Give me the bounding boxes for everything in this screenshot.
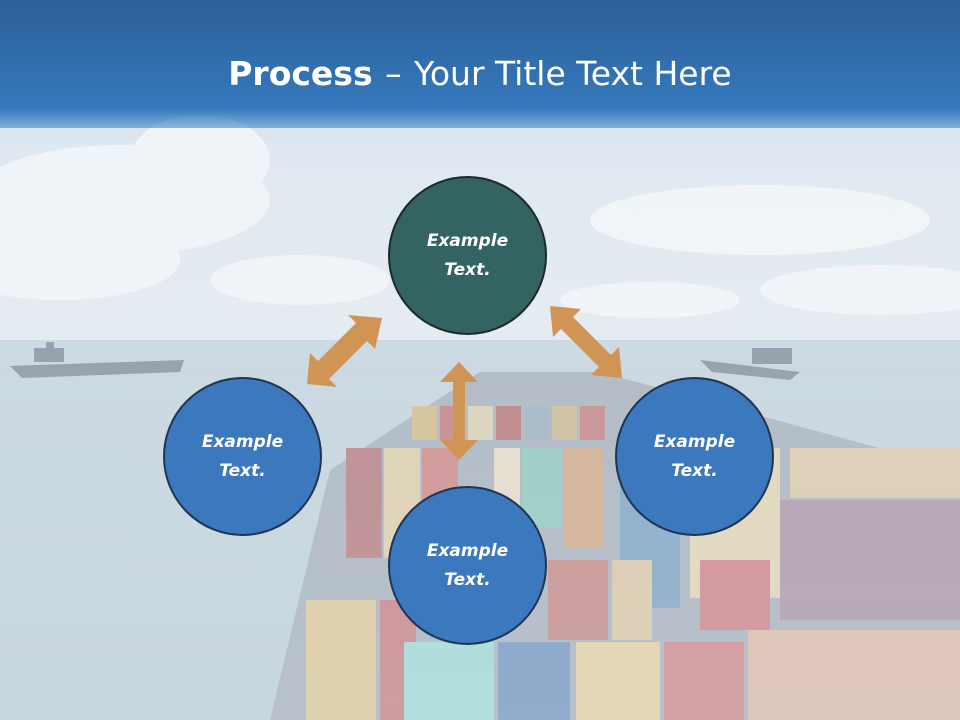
node-top-label: Example Text. [426,230,509,280]
node-top: Example Text. [388,176,547,335]
node-bottom: Example Text. [388,486,547,645]
arrow-vertical [440,362,478,460]
title-bold: Process [228,54,373,93]
title-dash: – [385,54,402,93]
node-left-label: Example Text. [201,431,284,481]
node-bottom-label: Example Text. [426,540,509,590]
arrow-top-right [550,306,622,378]
header-band [0,0,960,128]
node-left: Example Text. [163,377,322,536]
node-right-label: Example Text. [653,431,736,481]
node-right: Example Text. [615,377,774,536]
arrow-top-left [307,315,382,387]
title-rest: Your Title Text Here [414,54,732,93]
slide-title: Process – Your Title Text Here [0,52,960,96]
